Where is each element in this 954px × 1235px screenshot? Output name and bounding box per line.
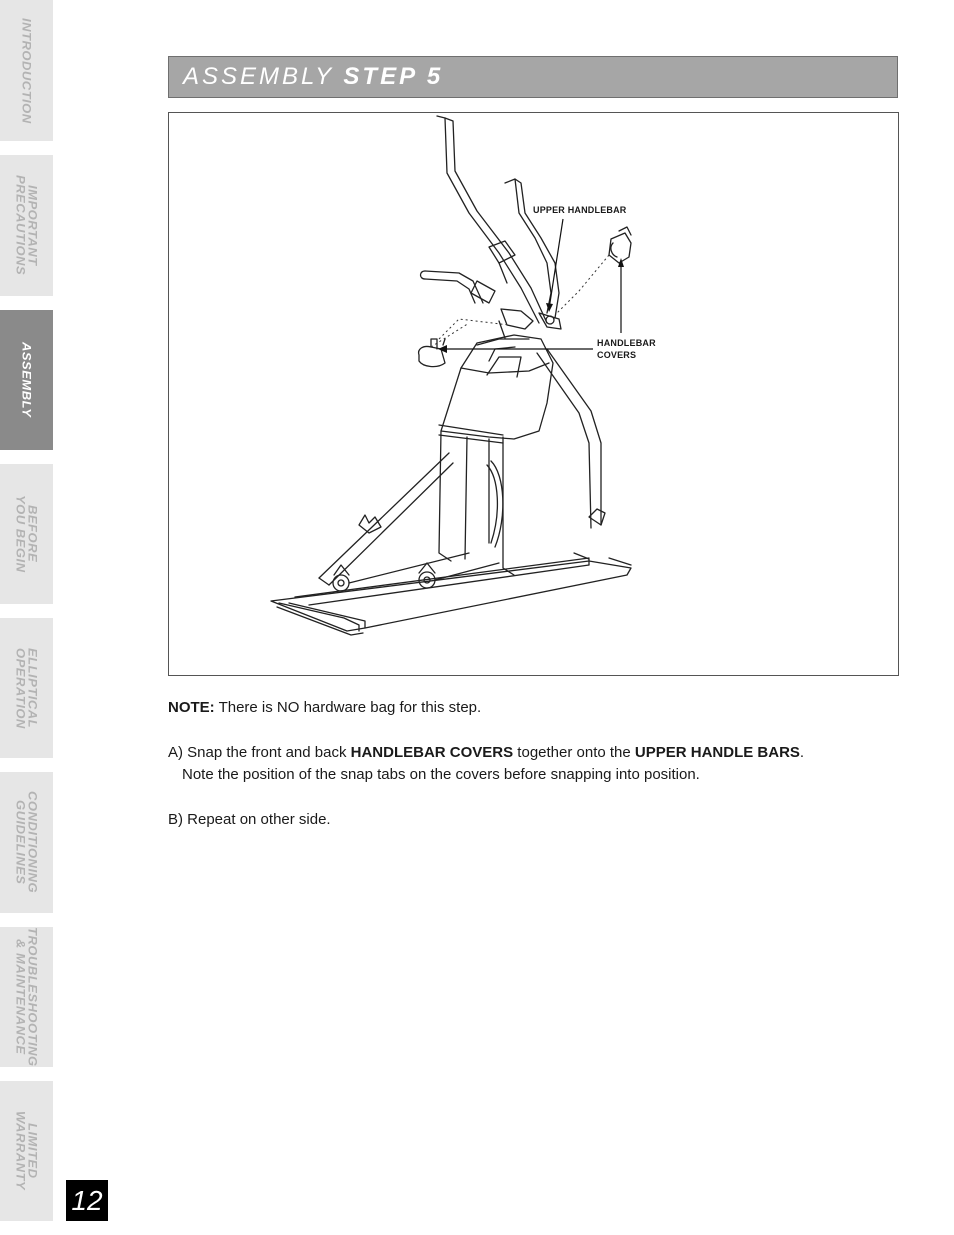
step-a-prefix: A) Snap the front and back xyxy=(168,744,351,761)
tab-label: ELLIPTICAL OPERATION xyxy=(13,647,40,729)
note-label: NOTE: xyxy=(168,699,215,716)
tab-label: ASSEMBLY xyxy=(19,342,34,418)
tab-limited-warranty[interactable]: LIMITED WARRANTY xyxy=(0,1081,53,1221)
tab-introduction[interactable]: INTRODUCTION xyxy=(0,0,53,141)
tab-important-precautions[interactable]: IMPORTANT PRECAUTIONS xyxy=(0,155,53,296)
elliptical-drawing xyxy=(270,115,632,636)
note-text: There is NO hardware bag for this step. xyxy=(214,699,482,716)
step-title: ASSEMBLY STEP 5 xyxy=(183,63,443,91)
step-header: ASSEMBLY STEP 5 xyxy=(168,56,898,98)
tab-label: LIMITED WARRANTY xyxy=(13,1111,40,1191)
tab-label: TROUBLESHOOTING & MAINTENANCE xyxy=(13,927,40,1067)
callout-handlebar-covers: HANDLEBAR COVERS xyxy=(597,337,656,361)
step-a-mid: together onto the xyxy=(513,744,635,761)
page-number: 12 xyxy=(66,1180,108,1221)
tab-conditioning-guidelines[interactable]: CONDITIONING GUIDELINES xyxy=(0,772,53,913)
step-b: B) Repeat on other side. xyxy=(168,811,331,828)
step-a-line2: Note the position of the snap tabs on th… xyxy=(182,766,700,783)
callout-handlebar-covers-line2: COVERS xyxy=(597,350,637,360)
note-paragraph: NOTE: There is NO hardware bag for this … xyxy=(168,699,481,716)
tab-label: CONDITIONING GUIDELINES xyxy=(13,791,40,894)
assembly-illustration: UPPER HANDLEBAR HANDLEBAR COVERS xyxy=(168,112,899,676)
tab-label: IMPORTANT PRECAUTIONS xyxy=(13,175,40,276)
tab-troubleshooting-maintenance[interactable]: TROUBLESHOOTING & MAINTENANCE xyxy=(0,927,53,1067)
tab-elliptical-operation[interactable]: ELLIPTICAL OPERATION xyxy=(0,618,53,758)
step-number: STEP 5 xyxy=(343,63,444,90)
step-a-end: . xyxy=(799,744,805,761)
step-a-handlebar-covers: HANDLEBAR COVERS xyxy=(350,744,514,761)
section-name: ASSEMBLY xyxy=(183,63,334,90)
callout-handlebar-covers-line1: HANDLEBAR xyxy=(597,338,656,348)
callout-upper-handlebar: UPPER HANDLEBAR xyxy=(533,205,627,215)
tab-assembly[interactable]: ASSEMBLY xyxy=(0,310,53,450)
step-a-line1: A) Snap the front and back HANDLEBAR COV… xyxy=(168,744,804,761)
section-tabs: INTRODUCTION IMPORTANT PRECAUTIONS ASSEM… xyxy=(0,0,53,1235)
tab-label: BEFORE YOU BEGIN xyxy=(13,495,40,573)
tab-label: INTRODUCTION xyxy=(19,17,34,124)
tab-before-you-begin[interactable]: BEFORE YOU BEGIN xyxy=(0,464,53,604)
step-a-upper-handle-bars: UPPER HANDLE BARS xyxy=(634,744,800,761)
